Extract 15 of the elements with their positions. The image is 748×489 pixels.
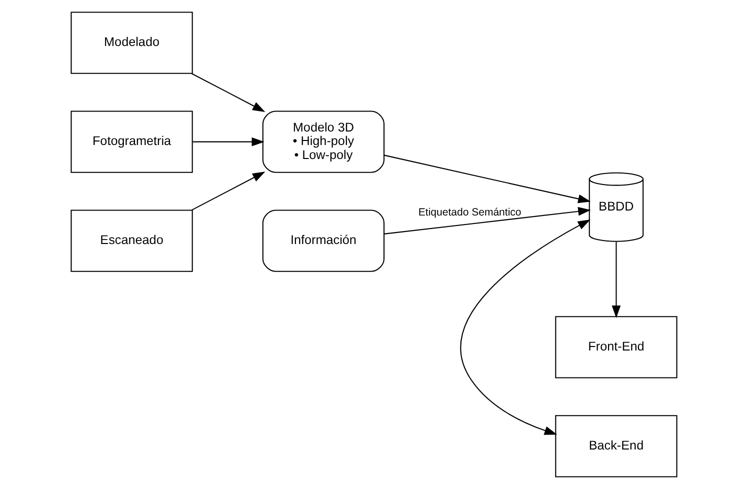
node-box: Modelo 3D • High-poly • Low-poly [262,110,385,173]
node-box: Fotogrametria [70,110,193,173]
arrow [192,172,266,210]
node-box: Información [262,210,385,272]
arrow [384,154,591,204]
node-box: Modelado [70,12,193,74]
node-box: Back-End [555,415,678,478]
arrow [384,207,591,234]
arrow [460,219,591,435]
arrow [192,73,266,112]
node-box: Front-End [555,316,678,378]
node-box: Escaneado [70,210,193,272]
arrow [612,242,621,318]
arrow [192,137,264,146]
edge-label: Etiquetado Semántico [418,206,522,219]
